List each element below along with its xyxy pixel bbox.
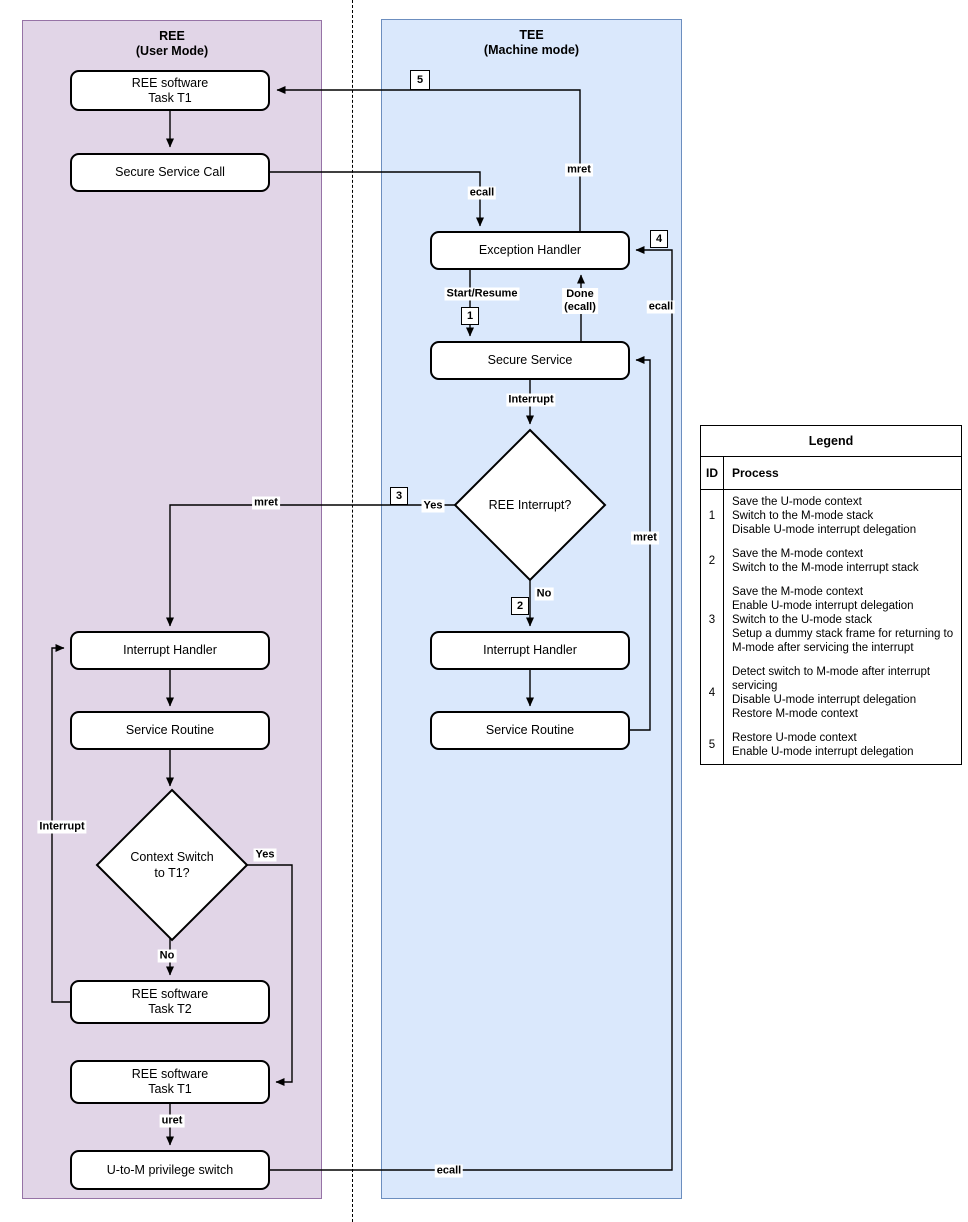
node-exception-handler: Exception Handler — [430, 231, 630, 270]
edge-label-ecall-top: ecall — [467, 186, 497, 200]
legend-row-4: 4 Detect switch to M-mode after interrup… — [701, 660, 961, 726]
legend-row-5: 5 Restore U-mode context Enable U-mode i… — [701, 726, 961, 764]
edge-label-yes-tee: Yes — [421, 499, 445, 513]
node-u-to-m-switch: U-to-M privilege switch — [70, 1150, 270, 1190]
edge-utom-ecall-to-exception — [270, 246, 673, 1171]
ree-lane-title: REE (User Mode) — [135, 29, 209, 58]
edge-label-no-ree: No — [157, 949, 177, 963]
node-tee-interrupt-handler: Interrupt Handler — [430, 631, 630, 670]
legend-row-2: 2 Save the M-mode context Switch to the … — [701, 542, 961, 580]
node-ree-service-routine: Service Routine — [70, 711, 270, 750]
legend-row-id: 4 — [701, 660, 724, 726]
legend-table: Legend ID Process 1 Save the U-mode cont… — [700, 425, 962, 765]
node-secure-service: Secure Service — [430, 341, 630, 380]
legend-row-id: 5 — [701, 726, 724, 764]
edge-ctx-yes-to-t1 — [245, 864, 293, 1086]
edge-ssc-ecall-to-exception — [270, 171, 484, 227]
node-tee-service-routine: Service Routine — [430, 711, 630, 750]
legend-row-process: Save the M-mode context Enable U-mode in… — [732, 586, 954, 654]
legend-title: Legend — [701, 426, 961, 457]
edge-label-start-resume: Start/Resume — [444, 287, 520, 301]
edge-label-no-tee: No — [534, 587, 554, 601]
tee-lane-title: TEE (Machine mode) — [483, 28, 580, 57]
edge-label-mret-top: mret — [565, 163, 593, 177]
edge-label-mret-right: mret — [631, 531, 659, 545]
tee-lane: TEE (Machine mode) — [381, 19, 682, 1199]
legend-row-id: 1 — [701, 490, 724, 542]
node-secure-service-call: Secure Service Call — [70, 153, 270, 192]
legend-row-3: 3 Save the M-mode context Enable U-mode … — [701, 580, 961, 660]
legend-col-id: ID — [701, 457, 724, 489]
edge-label-mret-mid: mret — [252, 496, 280, 510]
edge-label-yes-ree: Yes — [253, 848, 277, 862]
legend-row-process: Save the U-mode context Switch to the M-… — [732, 496, 917, 536]
decision-context-switch-label: Context Switch to T1? — [130, 850, 214, 880]
decision-ree-interrupt-shape — [453, 428, 607, 582]
legend-header-row: ID Process — [701, 457, 961, 490]
step-badge-1: 1 — [461, 307, 479, 325]
edge-label-uret: uret — [159, 1114, 185, 1128]
legend-row-process: Restore U-mode context Enable U-mode int… — [732, 732, 914, 758]
legend-row-1: 1 Save the U-mode context Switch to the … — [701, 490, 961, 542]
legend-col-process: Process — [732, 466, 779, 480]
edge-label-done-ecall: Done (ecall) — [562, 288, 598, 314]
decision-context-switch-shape — [95, 788, 249, 942]
edge-label-interrupt-tee: Interrupt — [506, 393, 556, 407]
step-badge-5: 5 — [410, 70, 430, 90]
node-ree-interrupt-handler: Interrupt Handler — [70, 631, 270, 670]
node-ree-task-t2: REE software Task T2 — [70, 980, 270, 1024]
edge-mret5-to-t1 — [276, 86, 581, 231]
edge-label-ecall-bottom: ecall — [434, 1164, 464, 1178]
step-badge-4: 4 — [650, 230, 668, 248]
edge-tee-sr-mret-to-secure-service — [630, 356, 651, 731]
edge-decision-yes-mret — [166, 504, 455, 627]
legend-row-id: 2 — [701, 542, 724, 580]
edge-label-interrupt-ree: Interrupt — [37, 820, 87, 834]
legend-row-process: Detect switch to M-mode after interrupt … — [732, 666, 931, 720]
node-ree-task-t1-bottom: REE software Task T1 — [70, 1060, 270, 1104]
privilege-boundary-dashed-line — [352, 0, 353, 1222]
node-ree-task-t1-top: REE software Task T1 — [70, 70, 270, 111]
decision-ree-interrupt-label: REE Interrupt? — [488, 498, 572, 512]
step-badge-2: 2 — [511, 597, 529, 615]
legend-row-process: Save the M-mode context Switch to the M-… — [732, 548, 919, 574]
legend-row-id: 3 — [701, 580, 724, 660]
step-badge-3: 3 — [390, 487, 408, 505]
edge-label-ecall-right: ecall — [646, 300, 676, 314]
